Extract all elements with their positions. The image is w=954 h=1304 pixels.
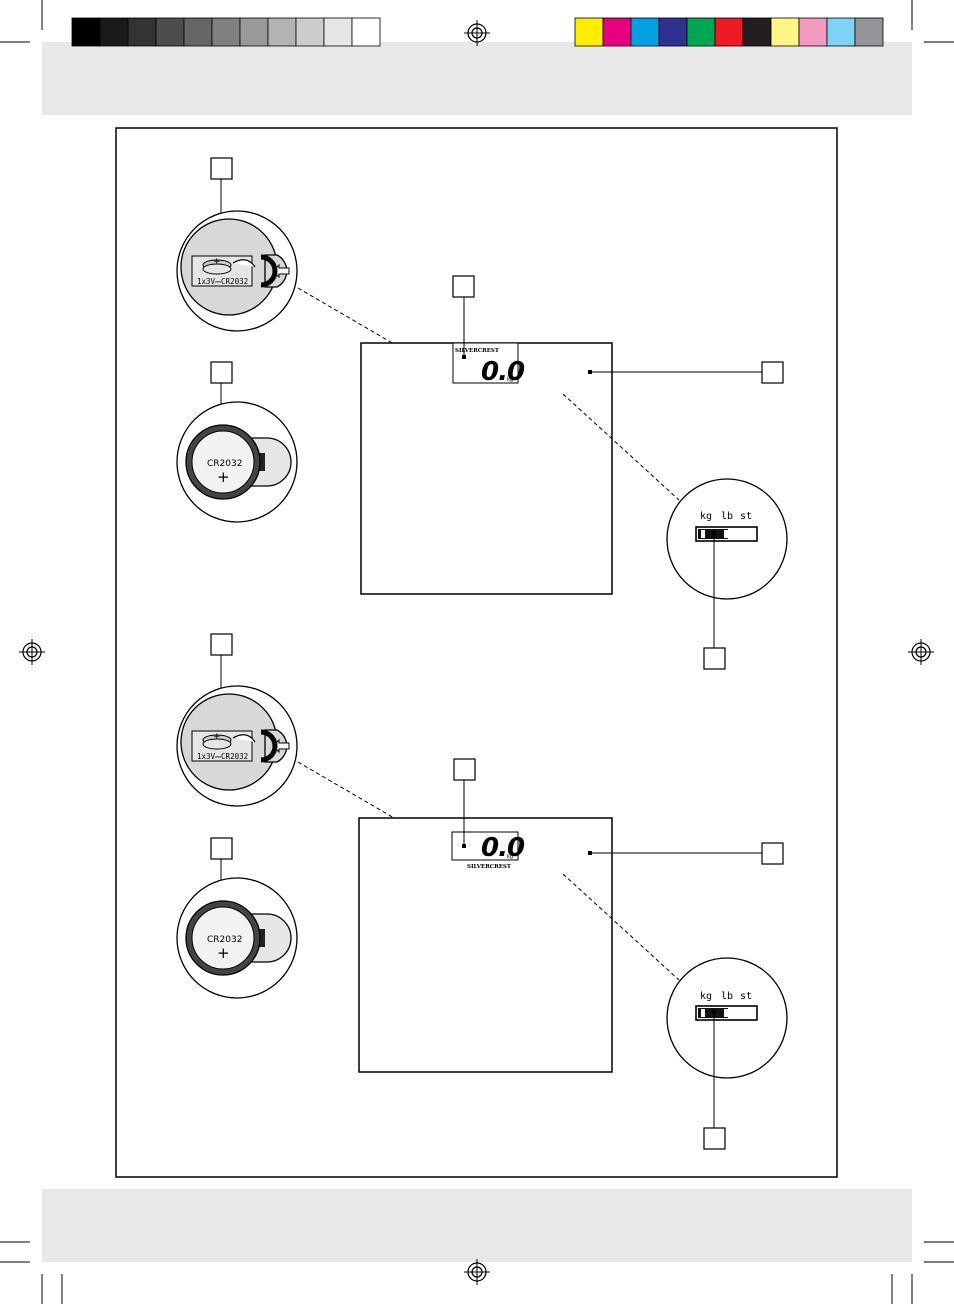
battery-closed-polarity: + [217, 468, 230, 486]
color-bar-swatch [714, 17, 744, 47]
lcd-unit: kg [507, 854, 513, 860]
color-bar-swatch [686, 17, 716, 47]
callout-box [703, 647, 726, 670]
gray-scale-swatch [323, 17, 353, 47]
brand-logo: SILVERCREST [455, 348, 500, 354]
color-bar-swatch [798, 17, 828, 47]
callout-box [210, 157, 233, 180]
color-bar-swatch [854, 17, 884, 47]
unit-label-st: st [740, 511, 752, 522]
unit-label-kg: kg [700, 991, 712, 1002]
registration-mark-right [908, 639, 934, 665]
unit-switch-detail [666, 957, 788, 1079]
callout-box [761, 842, 784, 865]
battery-closed-label: CR2032 [207, 459, 242, 469]
battery-compartment-open [176, 210, 298, 332]
callout-box [761, 361, 784, 384]
unit-label-lb: lb [721, 511, 733, 522]
battery-open-label: 1x3V⎓CR2032 [197, 277, 248, 286]
gray-scale-swatch [71, 17, 101, 47]
color-bar-swatch [630, 17, 660, 47]
battery-open-polarity: + [213, 732, 221, 742]
color-bar-swatch [826, 17, 856, 47]
callout-box [210, 361, 233, 384]
battery-closed-polarity: + [217, 944, 230, 962]
color-bar [574, 17, 884, 47]
gray-scale-swatch [127, 17, 157, 47]
unit-label-st: st [740, 991, 752, 1002]
unit-label-kg: kg [700, 511, 712, 522]
brand-logo: SILVERCREST [467, 864, 512, 870]
callout-box [210, 837, 233, 860]
color-bar-swatch [770, 17, 800, 47]
registration-mark-left [19, 639, 45, 665]
callout-box [703, 1127, 726, 1150]
unit-switch-detail [666, 478, 788, 600]
callout-box [210, 633, 233, 656]
lcd-value: 0.0 [481, 833, 525, 863]
bathroom-scale-top [360, 342, 613, 595]
unit-label-lb: lb [721, 991, 733, 1002]
gray-scale-swatch [211, 17, 241, 47]
battery-compartment-closed [176, 877, 298, 999]
registration-mark-bottom [464, 1259, 490, 1285]
gray-scale-swatch [351, 17, 381, 47]
battery-closed-label: CR2032 [207, 935, 242, 945]
registration-mark-top [464, 20, 490, 46]
figure-frame [115, 127, 838, 1178]
battery-compartment-open [176, 685, 298, 807]
gray-scale-swatch [295, 17, 325, 47]
color-bar-swatch [574, 17, 604, 47]
bottom-band [42, 1189, 912, 1262]
top-band [42, 42, 912, 115]
callout-box [452, 275, 475, 298]
gray-scale-swatch [267, 17, 297, 47]
gray-scale-swatch [99, 17, 129, 47]
battery-open-polarity: + [213, 257, 221, 267]
gray-scale-bar [71, 17, 381, 47]
gray-scale-swatch [183, 17, 213, 47]
battery-open-label: 1x3V⎓CR2032 [197, 752, 248, 761]
gray-scale-swatch [239, 17, 269, 47]
color-bar-swatch [742, 17, 772, 47]
callout-box [453, 758, 476, 781]
color-bar-swatch [602, 17, 632, 47]
gray-scale-swatch [155, 17, 185, 47]
lcd-value: 0.0 [481, 357, 525, 387]
lcd-unit: kg [507, 377, 513, 383]
battery-compartment-closed [176, 401, 298, 523]
color-bar-swatch [658, 17, 688, 47]
